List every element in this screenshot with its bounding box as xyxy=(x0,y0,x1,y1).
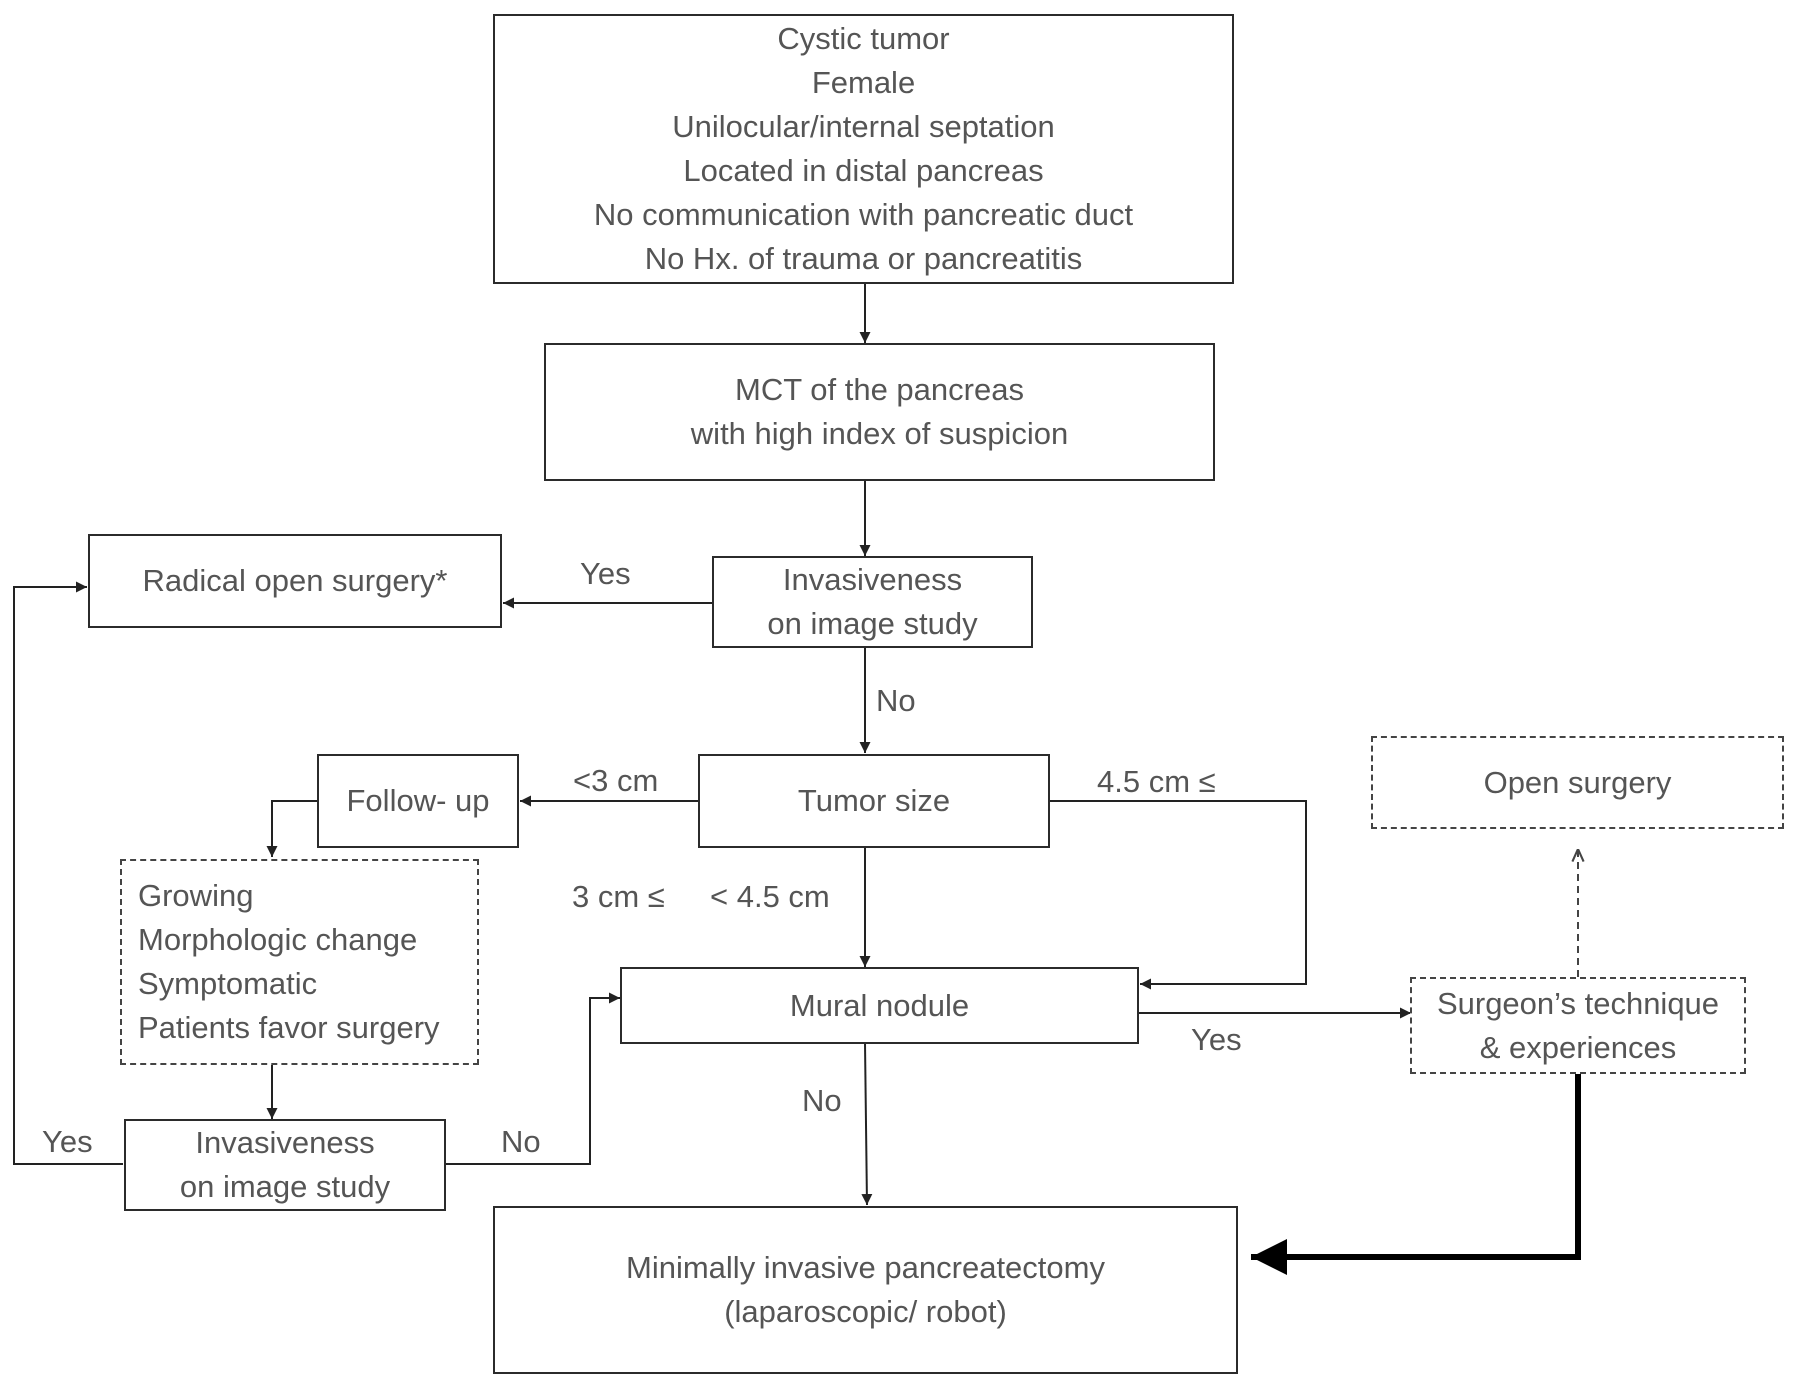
invasiveness-top-box: Invasiveness on image study xyxy=(712,556,1033,648)
open-surgery-box: Open surgery xyxy=(1371,736,1784,829)
invasiveness-line: Invasiveness xyxy=(782,562,963,597)
arrow-mural-to-minimally-invasive xyxy=(861,1042,873,1206)
surgeon-technique-box: Surgeon’s technique & experiences xyxy=(1410,977,1746,1074)
follow-up-box: Follow- up xyxy=(317,754,519,848)
edge-label-ge3cm: 3 cm ≤ xyxy=(572,879,665,914)
mct-line: MCT of the pancreas xyxy=(735,372,1024,407)
edge-label-no: No xyxy=(501,1124,541,1159)
radical-open-surgery-box: Radical open surgery* xyxy=(88,534,502,628)
surgeon-line: & experiences xyxy=(1479,1029,1677,1065)
follow-up-criteria-line: Morphologic change xyxy=(138,922,418,957)
criteria-line: Unilocular/internal septation xyxy=(672,109,1055,144)
mural-nodule-label: Mural nodule xyxy=(789,987,970,1023)
mct-box: MCT of the pancreas with high index of s… xyxy=(544,343,1215,481)
edge-label-lt45cm: < 4.5 cm xyxy=(710,879,830,914)
minimally-invasive-line: Minimally invasive pancreatectomy xyxy=(626,1250,1105,1285)
edge-label-lt3cm: <3 cm xyxy=(573,763,659,798)
mct-line: with high index of suspicion xyxy=(690,416,1069,451)
mural-nodule-box: Mural nodule xyxy=(620,967,1139,1044)
arrow-tumor-size-large-to-mural xyxy=(1049,800,1307,990)
edge-label-yes: Yes xyxy=(42,1124,93,1159)
follow-up-criteria-line: Symptomatic xyxy=(138,966,318,1001)
edge-label-yes: Yes xyxy=(580,556,631,591)
criteria-line: Cystic tumor xyxy=(777,21,950,56)
tumor-size-label: Tumor size xyxy=(797,783,951,818)
arrow-follow-up-to-criteria xyxy=(266,800,317,857)
arrow-invasiveness-bottom-to-mural xyxy=(444,992,620,1165)
invasiveness-line: on image study xyxy=(179,1169,391,1204)
follow-up-criteria-line: Patients favor surgery xyxy=(138,1010,440,1045)
criteria-line: Located in distal pancreas xyxy=(683,153,1044,188)
minimally-invasive-line: (laparoscopic/ robot) xyxy=(724,1294,1007,1329)
follow-up-label: Follow- up xyxy=(346,783,490,818)
arrow-invasiveness-bottom-to-radical xyxy=(13,581,123,1165)
edge-label-ge45cm: 4.5 cm ≤ xyxy=(1097,764,1216,799)
criteria-line: No communication with pancreatic duct xyxy=(593,197,1134,232)
edge-label-no: No xyxy=(876,683,916,718)
criteria-line: Female xyxy=(811,65,916,100)
surgeon-line: Surgeon’s technique xyxy=(1436,985,1720,1021)
follow-up-criteria-box: Growing Morphologic change Symptomatic P… xyxy=(120,859,479,1065)
radical-open-surgery-label: Radical open surgery* xyxy=(142,563,448,598)
edge-label-no: No xyxy=(802,1083,842,1118)
invasiveness-line: Invasiveness xyxy=(195,1125,375,1160)
invasiveness-bottom-box: Invasiveness on image study xyxy=(124,1119,446,1211)
invasiveness-line: on image study xyxy=(767,606,978,641)
tumor-size-box: Tumor size xyxy=(698,754,1050,848)
open-surgery-label: Open surgery xyxy=(1483,764,1672,800)
cystic-criteria-box: Cystic tumor Female Unilocular/internal … xyxy=(493,14,1234,284)
edge-label-yes: Yes xyxy=(1191,1022,1242,1057)
follow-up-criteria-line: Growing xyxy=(138,878,254,913)
minimally-invasive-box: Minimally invasive pancreatectomy (lapar… xyxy=(493,1206,1238,1374)
criteria-line: No Hx. of trauma or pancreatitis xyxy=(644,241,1083,276)
arrow-surgeon-to-minimally-invasive xyxy=(1251,1073,1581,1275)
